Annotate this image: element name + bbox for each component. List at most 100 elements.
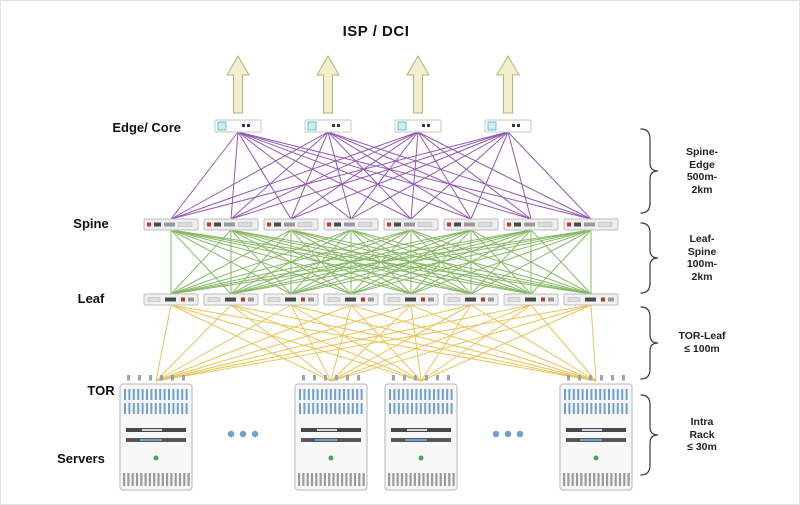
edge-spine-link bbox=[170, 131, 509, 220]
rack-top-icon bbox=[182, 375, 185, 381]
power-led-icon bbox=[593, 455, 599, 461]
rack-top-icon bbox=[567, 375, 570, 381]
leaf-tor-link bbox=[470, 304, 597, 382]
annotation-line: Intra bbox=[690, 416, 714, 428]
spine-leaf-link bbox=[170, 229, 292, 295]
rack-top-icon bbox=[127, 375, 130, 381]
diagram-title: ISP / DCI bbox=[342, 23, 410, 40]
annotation-line: Rack bbox=[689, 428, 715, 441]
edge-spine-link bbox=[230, 131, 239, 220]
server-rack bbox=[559, 375, 633, 491]
ellipsis-dots bbox=[227, 430, 524, 438]
rack-top-icon bbox=[589, 375, 592, 381]
rack-top-icon bbox=[149, 375, 152, 381]
port-led-icon bbox=[487, 121, 497, 131]
rack-top-icon bbox=[138, 375, 141, 381]
edge-spine-link bbox=[350, 131, 419, 220]
server-rack bbox=[384, 375, 458, 491]
rack-top-icon bbox=[346, 375, 349, 381]
leaf-switch bbox=[143, 293, 199, 306]
annotation-intra-rack: Intra Rack ≤ 30m bbox=[663, 416, 741, 454]
annotation-tor-leaf: TOR-Leaf ≤ 100m bbox=[663, 330, 741, 355]
edge-spine-link bbox=[507, 131, 592, 220]
leaf-tor-link bbox=[155, 304, 292, 382]
status-led-icon bbox=[421, 297, 425, 302]
port-led-icon bbox=[307, 121, 317, 131]
leaf-switch bbox=[263, 293, 319, 306]
server-rack bbox=[294, 375, 368, 491]
spine-switch bbox=[443, 218, 499, 231]
status-led-icon bbox=[327, 222, 331, 227]
leaf-tor-link bbox=[230, 304, 422, 382]
layer-label-tor: TOR bbox=[87, 383, 115, 398]
annotation-line: Spine- bbox=[685, 146, 719, 158]
status-led-icon bbox=[601, 297, 605, 302]
rack-top-icon bbox=[357, 375, 360, 381]
bracket-icon bbox=[640, 394, 659, 476]
spine-leaf-link bbox=[170, 229, 412, 295]
edge-core-device bbox=[484, 119, 532, 133]
annotation-line: 100m- bbox=[686, 258, 718, 270]
leaf-tor-link bbox=[155, 304, 592, 382]
status-led-icon bbox=[301, 297, 305, 302]
spine-leaf-link bbox=[230, 229, 592, 295]
rack-top-icon bbox=[611, 375, 614, 381]
leaf-switch bbox=[563, 293, 619, 306]
uplink-arrows bbox=[226, 55, 520, 114]
bracket-icon bbox=[640, 128, 659, 214]
status-led-icon bbox=[507, 222, 511, 227]
rack-top-icon bbox=[171, 375, 174, 381]
bracket-icon bbox=[640, 222, 659, 294]
spine-switch bbox=[563, 218, 619, 231]
rack-top-icon bbox=[578, 375, 581, 381]
power-led-icon bbox=[153, 455, 159, 461]
distance-brackets bbox=[640, 128, 659, 476]
rack-top-icon bbox=[403, 375, 406, 381]
edge-core-device bbox=[394, 119, 442, 133]
spine-leaf-link bbox=[170, 229, 472, 295]
power-led-icon bbox=[328, 455, 334, 461]
leaf-switch bbox=[503, 293, 559, 306]
edge-spine-link bbox=[410, 131, 509, 220]
layer-label-servers: Servers bbox=[57, 451, 105, 466]
annotation-line: ≤ 30m bbox=[687, 441, 717, 453]
leaf-tor-link bbox=[155, 304, 232, 382]
annotation-line: Spine bbox=[687, 245, 717, 258]
port-led-icon bbox=[217, 121, 227, 131]
leaf-tor-link bbox=[170, 304, 332, 382]
leaf-tor-link bbox=[155, 304, 352, 382]
leaf-tor-link bbox=[155, 304, 472, 382]
uplink-arrow-icon bbox=[226, 55, 250, 114]
edge-spine-link bbox=[290, 131, 419, 220]
spine-leaf-link bbox=[470, 229, 592, 295]
status-led-icon bbox=[447, 222, 451, 227]
annotation-line: TOR-Leaf bbox=[678, 330, 726, 342]
edge-spine-link bbox=[417, 131, 532, 220]
leaf-tor-link bbox=[530, 304, 597, 382]
status-led-icon bbox=[181, 297, 185, 302]
leaf-tor-link bbox=[420, 304, 592, 382]
spine-switch bbox=[203, 218, 259, 231]
leaf-tor-link bbox=[410, 304, 422, 382]
edge-spine-link bbox=[470, 131, 509, 220]
status-led-icon bbox=[481, 297, 485, 302]
spine-switch bbox=[143, 218, 199, 231]
spine-leaf-link bbox=[170, 229, 232, 295]
rack-top-icon bbox=[425, 375, 428, 381]
spine-leaf-link bbox=[170, 229, 352, 295]
status-led-icon bbox=[241, 297, 245, 302]
edge-spine-link bbox=[290, 131, 329, 220]
status-led-icon bbox=[567, 222, 571, 227]
annotation-line: 500m- bbox=[686, 171, 718, 183]
annotation-spine-edge: Spine- Edge 500m- 2km bbox=[663, 146, 741, 196]
leaf-tor-links bbox=[155, 304, 597, 382]
rack-top-icon bbox=[313, 375, 316, 381]
status-led-icon bbox=[147, 222, 151, 227]
leaf-tor-link bbox=[350, 304, 597, 382]
leaf-tor-link bbox=[155, 304, 412, 382]
leaf-tor-link bbox=[155, 304, 532, 382]
edge-spine-link bbox=[237, 131, 292, 220]
uplink-arrow-icon bbox=[496, 55, 520, 114]
